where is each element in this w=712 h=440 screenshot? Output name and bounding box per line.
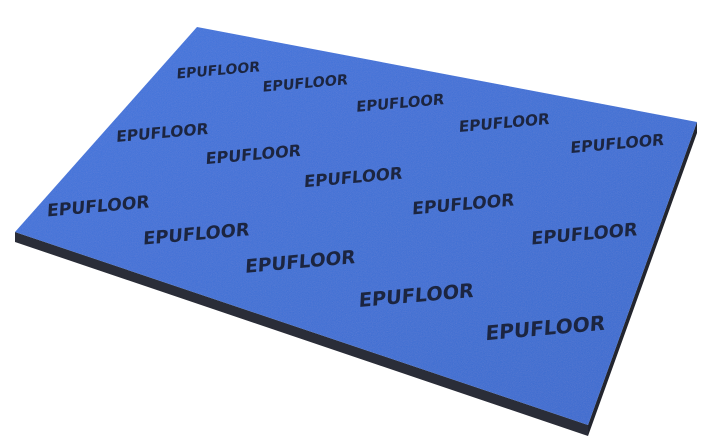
logo-text: EPUFLOOR bbox=[262, 72, 348, 96]
mat-surface bbox=[15, 27, 697, 425]
mat-edge-right bbox=[588, 122, 697, 436]
mat-edge-left bbox=[15, 232, 588, 436]
logo-text: EPUFLOOR bbox=[176, 59, 260, 82]
